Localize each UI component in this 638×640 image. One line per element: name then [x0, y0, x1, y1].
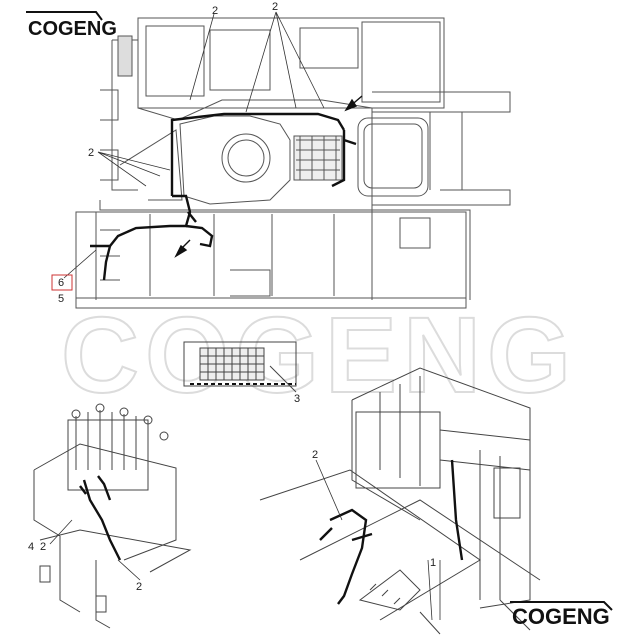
callout-6-highlight-box — [51, 274, 73, 291]
brand-logo-top-text: COGENG — [28, 18, 117, 40]
brand-logo-bottom-text: COGENG — [512, 604, 610, 629]
brand-logo-top-swoosh — [26, 11, 103, 21]
callout-top-2b: 2 — [272, 1, 278, 13]
leader-lines-left — [49, 519, 141, 581]
main-harness — [90, 112, 357, 281]
callout-top-2a: 2 — [212, 5, 218, 17]
iso-view-left — [33, 403, 192, 629]
callout-one: 1 — [430, 557, 436, 569]
callout-left-2: 2 — [88, 147, 94, 159]
chassis-frame-top — [99, 17, 511, 300]
fuse-panel — [183, 341, 297, 393]
pointer-arrows — [174, 95, 363, 258]
callout-left-bot-2a: 2 — [40, 541, 46, 553]
leader-lines-right — [315, 459, 441, 621]
leader-lines-top — [63, 11, 325, 279]
callout-five: 5 — [58, 293, 64, 305]
callout-left-bot-2b: 2 — [136, 581, 142, 593]
callout-three: 3 — [294, 393, 300, 405]
watermark-text: COGENG — [61, 294, 577, 415]
callout-four: 4 — [28, 541, 34, 553]
brand-logo-top: COGENG — [26, 11, 117, 40]
harness-iso-right — [319, 459, 464, 605]
harness-iso-left — [79, 475, 122, 561]
brand-logo-bottom: COGENG — [510, 601, 613, 629]
callout-six: 6 — [58, 277, 64, 289]
callout-right-2: 2 — [312, 449, 318, 461]
chassis-frame-bottom — [75, 211, 467, 309]
brand-logo-bottom-swoosh — [510, 601, 613, 611]
